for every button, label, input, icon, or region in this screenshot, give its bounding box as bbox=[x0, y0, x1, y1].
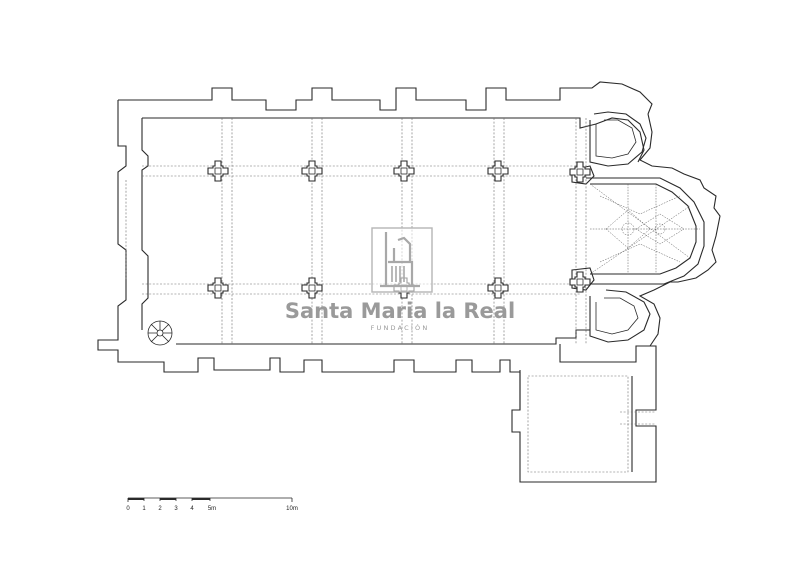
pier bbox=[569, 161, 591, 183]
south-chapel bbox=[589, 289, 651, 343]
north-chapel bbox=[589, 111, 647, 167]
west-wall-inner bbox=[141, 118, 149, 330]
scale-tick-1: 1 bbox=[142, 506, 146, 512]
pier bbox=[487, 277, 509, 299]
south-wall bbox=[142, 357, 521, 410]
north-wall-inner bbox=[142, 117, 645, 163]
watermark-columns-icon bbox=[391, 266, 405, 282]
apse-outer bbox=[638, 113, 721, 347]
apse-inner-outline bbox=[586, 177, 705, 285]
watermark-title: Santa Maria la Real bbox=[285, 299, 515, 323]
west-wall bbox=[97, 100, 142, 363]
annex-outer bbox=[511, 344, 657, 483]
pier bbox=[569, 271, 591, 293]
annex-passage bbox=[620, 411, 656, 425]
scale-bar: 0 1 2 3 4 5m 10m bbox=[126, 497, 298, 512]
apse-inner bbox=[590, 183, 697, 275]
pier bbox=[207, 277, 229, 299]
apse-star-vault bbox=[589, 183, 700, 275]
scale-tick-5m: 5m bbox=[208, 506, 216, 512]
north-wall bbox=[118, 81, 653, 115]
scale-tick-3: 3 bbox=[174, 506, 178, 512]
pier bbox=[487, 160, 509, 182]
pier bbox=[301, 277, 323, 299]
scale-tick-4: 4 bbox=[190, 506, 194, 512]
annex bbox=[511, 344, 657, 483]
pier bbox=[207, 160, 229, 182]
south-chapel-inner bbox=[595, 297, 639, 335]
chevet-corner-north bbox=[571, 165, 595, 185]
pier bbox=[393, 160, 415, 182]
scale-tick-10m: 10m bbox=[286, 506, 298, 512]
outer-walls bbox=[97, 81, 721, 410]
side-chapels bbox=[571, 111, 651, 343]
watermark-subtitle: FUNDACIÓN bbox=[371, 323, 430, 332]
pier bbox=[301, 160, 323, 182]
north-chapel-inner bbox=[595, 119, 637, 159]
south-wall-inner bbox=[176, 329, 590, 345]
scale-tick-0: 0 bbox=[126, 506, 130, 512]
watermark: Santa Maria la Real FUNDACIÓN bbox=[285, 227, 515, 332]
scale-tick-2: 2 bbox=[158, 506, 162, 512]
annex-inner bbox=[527, 375, 629, 473]
watermark-church-icon bbox=[380, 232, 420, 288]
spiral-stair bbox=[147, 320, 173, 346]
